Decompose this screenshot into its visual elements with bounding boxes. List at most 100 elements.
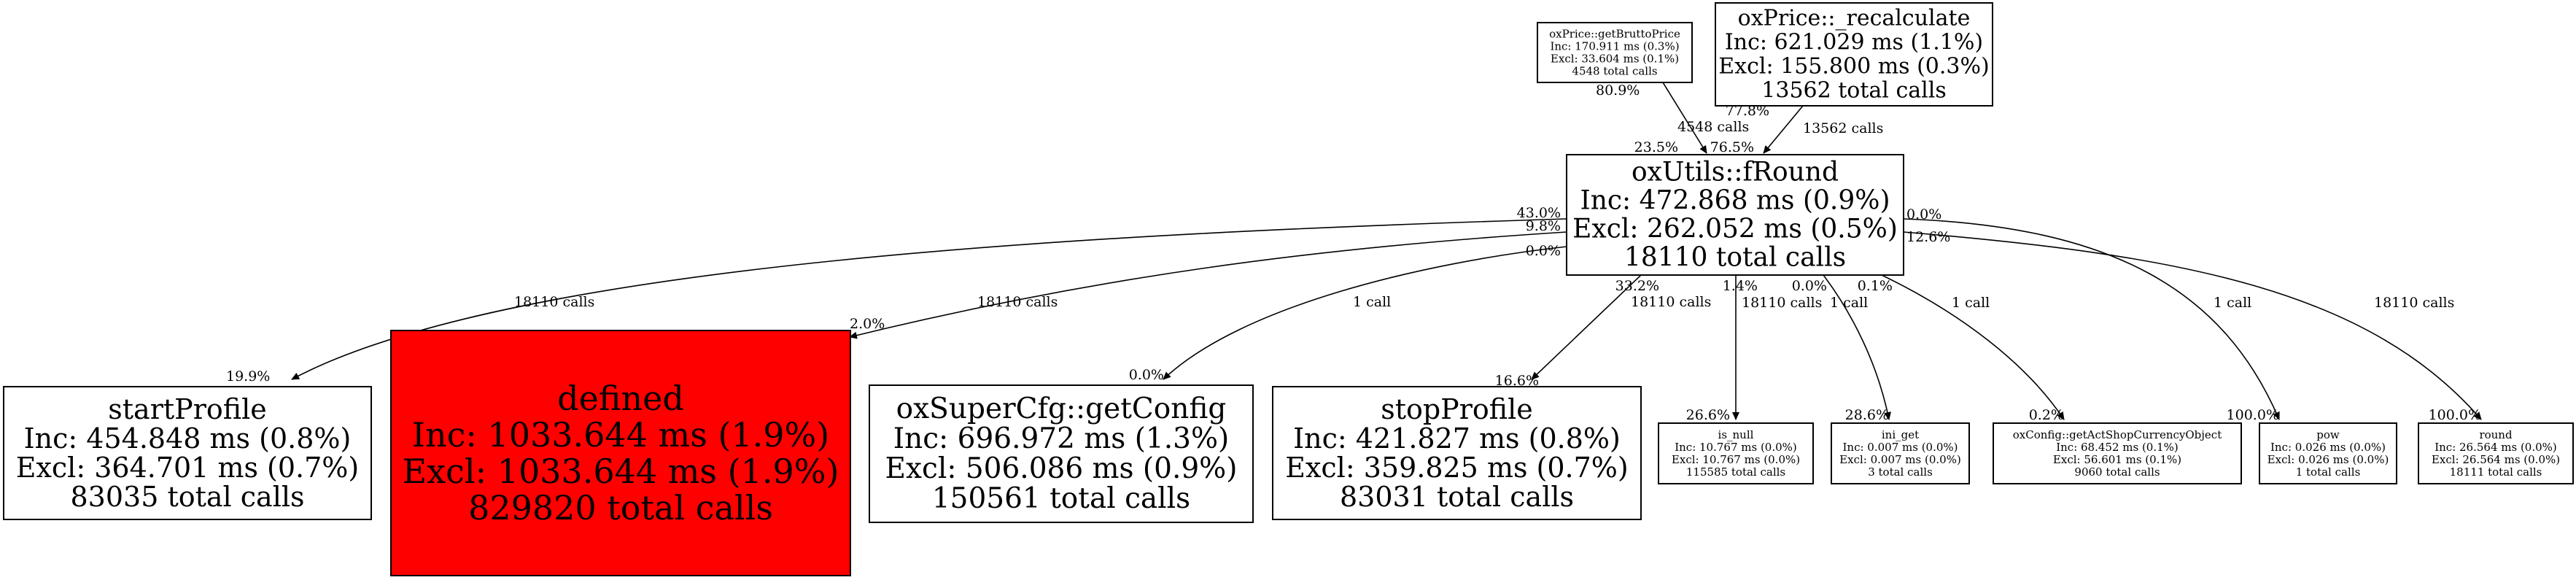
exclusive-time: Excl: 364.701 ms (0.7%) bbox=[16, 452, 360, 484]
callee-percent-label: 0.0% bbox=[1129, 367, 1164, 383]
node-box bbox=[3, 386, 372, 520]
edge-arrow bbox=[1881, 274, 2065, 420]
function-name: oxUtils::fRound bbox=[1632, 158, 1839, 187]
inclusive-time: Inc: 170.911 ms (0.3%) bbox=[1550, 40, 1679, 53]
callee-percent-label: 76.5% bbox=[1710, 139, 1754, 155]
total-calls: 150561 total calls bbox=[932, 482, 1190, 515]
node-box bbox=[1831, 422, 1970, 484]
caller-percent-label: 0.1% bbox=[1858, 278, 1893, 294]
function-name: defined bbox=[557, 379, 684, 418]
exclusive-time: Excl: 1033.644 ms (1.9%) bbox=[403, 452, 839, 491]
function-name: ini_get bbox=[1882, 428, 1919, 441]
function-name: is_null bbox=[1718, 428, 1754, 441]
exclusive-time: Excl: 10.767 ms (0.0%) bbox=[1672, 453, 1800, 466]
exclusive-time: Excl: 262.052 ms (0.5%) bbox=[1572, 214, 1898, 244]
edge-arrow bbox=[1903, 218, 2280, 420]
node-box bbox=[1658, 422, 1814, 484]
function-name: startProfile bbox=[108, 393, 266, 425]
caller-percent-label: 0.0% bbox=[1526, 243, 1561, 259]
exclusive-time: Excl: 359.825 ms (0.7%) bbox=[1285, 452, 1629, 484]
node-box bbox=[1993, 422, 2242, 484]
node-box bbox=[1715, 2, 1993, 107]
edge-arrow bbox=[1163, 246, 1567, 380]
exclusive-time: Excl: 155.800 ms (0.3%) bbox=[1718, 54, 1989, 80]
edge-arrow bbox=[1763, 105, 1804, 154]
node-box bbox=[2418, 422, 2574, 484]
inclusive-time: Inc: 68.452 ms (0.1%) bbox=[2056, 441, 2179, 454]
edge-fRound-pow: 1 call 0.0% 100.0% bbox=[1903, 206, 2280, 423]
edge-fRound-getConfig: 1 call 0.0% 0.0% bbox=[1129, 243, 1567, 383]
node-box bbox=[1537, 22, 1693, 83]
inclusive-time: Inc: 621.029 ms (1.1%) bbox=[1725, 30, 1983, 55]
call-count-label: 18110 calls bbox=[514, 294, 594, 310]
callee-percent-label: 28.6% bbox=[1845, 407, 1889, 423]
function-name: oxPrice::_recalculate bbox=[1738, 6, 1971, 31]
callee-percent-label: 2.0% bbox=[850, 316, 885, 332]
exclusive-time: Excl: 26.564 ms (0.0%) bbox=[2432, 453, 2560, 466]
inclusive-time: Inc: 454.848 ms (0.8%) bbox=[24, 422, 352, 455]
inclusive-time: Inc: 696.972 ms (1.3%) bbox=[893, 422, 1229, 455]
edge-arrow bbox=[1531, 274, 1642, 380]
caller-percent-label: 0.0% bbox=[1906, 206, 1941, 223]
total-calls: 18111 total calls bbox=[2450, 465, 2542, 479]
caller-percent-label: 80.9% bbox=[1596, 82, 1640, 98]
edge-fRound-round: 18110 calls 12.6% 100.0% bbox=[1903, 229, 2482, 423]
call-count-label: 18110 calls bbox=[1742, 295, 1822, 311]
inclusive-time: Inc: 26.564 ms (0.0%) bbox=[2435, 441, 2557, 454]
total-calls: 83031 total calls bbox=[1340, 481, 1574, 513]
edge-fRound-getActShopCurrencyObject: 1 call 0.1% 0.2% bbox=[1858, 274, 2065, 423]
caller-percent-label: 33.2% bbox=[1615, 278, 1659, 294]
edge-getBruttoPrice-fRound: 4548 calls 80.9% 23.5% bbox=[1596, 82, 1749, 155]
caller-percent-label: 77.8% bbox=[1726, 103, 1769, 119]
total-calls: 115585 total calls bbox=[1686, 465, 1785, 479]
call-count-label: 1 call bbox=[1353, 294, 1391, 310]
node-box bbox=[1566, 154, 1904, 276]
node-box bbox=[869, 384, 1254, 523]
node-box bbox=[390, 330, 851, 576]
call-count-label: 4548 calls bbox=[1677, 119, 1749, 135]
exclusive-time: Excl: 0.026 ms (0.0%) bbox=[2267, 453, 2389, 466]
function-name: oxConfig::getActShopCurrencyObject bbox=[2013, 428, 2222, 441]
call-count-label: 18110 calls bbox=[1631, 294, 1711, 310]
exclusive-time: Excl: 33.604 ms (0.1%) bbox=[1551, 53, 1679, 66]
call-count-label: 1 call bbox=[1830, 295, 1868, 311]
call-count-label: 1 call bbox=[1952, 295, 1990, 311]
caller-percent-label: 43.0% bbox=[1517, 205, 1561, 221]
caller-percent-label: 0.0% bbox=[1792, 278, 1827, 294]
total-calls: 9060 total calls bbox=[2074, 465, 2160, 479]
callee-percent-label: 100.0% bbox=[2227, 407, 2279, 423]
caller-percent-label: 12.6% bbox=[1906, 229, 1950, 245]
callee-percent-label: 19.9% bbox=[226, 368, 270, 384]
callee-percent-label: 23.5% bbox=[1634, 139, 1678, 155]
callee-percent-label: 26.6% bbox=[1686, 407, 1730, 423]
inclusive-time: Inc: 1033.644 ms (1.9%) bbox=[412, 415, 829, 455]
function-name: pow bbox=[2316, 428, 2340, 441]
call-count-label: 18110 calls bbox=[977, 294, 1058, 310]
total-calls: 18110 total calls bbox=[1624, 243, 1846, 273]
edge-arrow bbox=[849, 231, 1567, 339]
exclusive-time: Excl: 56.601 ms (0.1%) bbox=[2053, 453, 2181, 466]
callee-percent-label: 0.2% bbox=[2029, 407, 2064, 423]
edge-arrow bbox=[1662, 82, 1707, 154]
inclusive-time: Inc: 0.026 ms (0.0%) bbox=[2270, 441, 2386, 454]
inclusive-time: Inc: 421.827 ms (0.8%) bbox=[1293, 422, 1621, 455]
caller-percent-label: 1.4% bbox=[1723, 278, 1758, 294]
node-box bbox=[2259, 422, 2397, 484]
callee-percent-label: 100.0% bbox=[2429, 407, 2481, 423]
call-count-label: 18110 calls bbox=[2374, 295, 2454, 311]
total-calls: 13562 total calls bbox=[1761, 78, 1946, 104]
total-calls: 3 total calls bbox=[1868, 465, 1933, 479]
inclusive-time: Inc: 0.007 ms (0.0%) bbox=[1842, 441, 1958, 454]
